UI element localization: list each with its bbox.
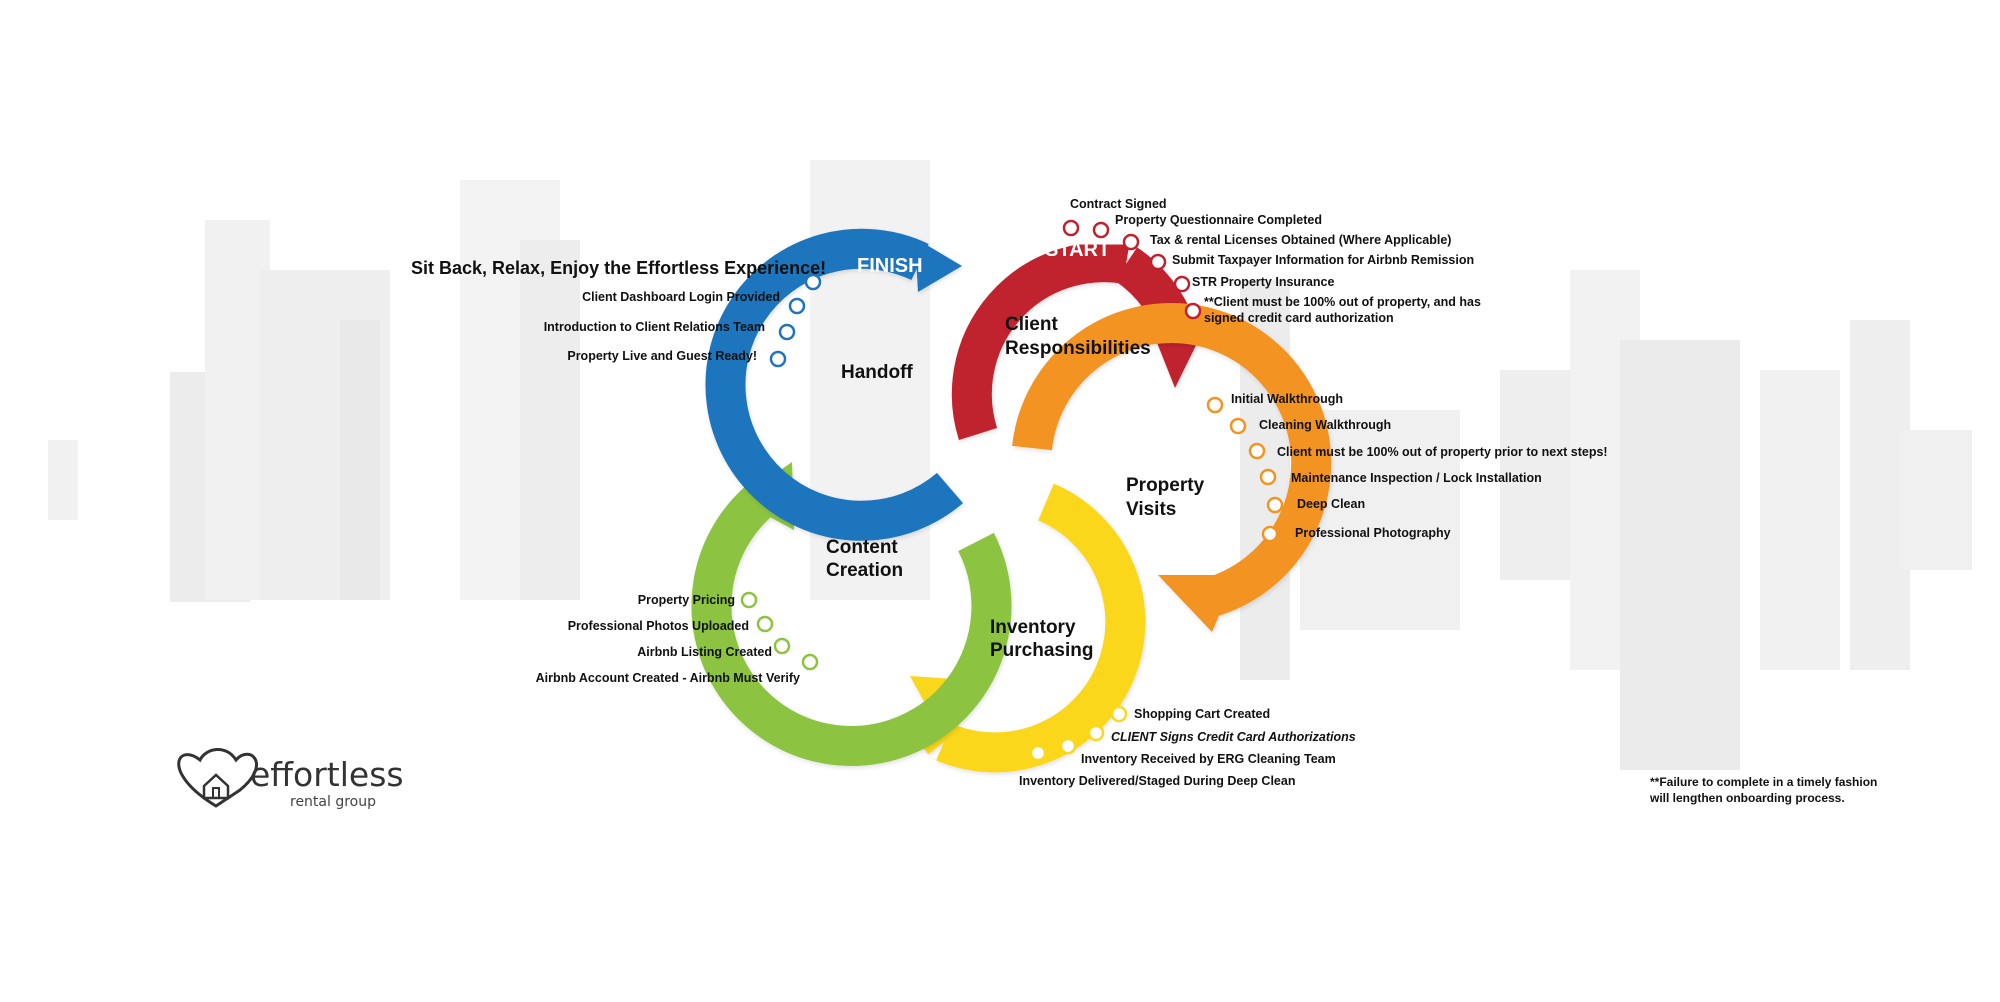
- inventory-step-label: Inventory Received by ERG Cleaning Team: [1081, 752, 1336, 766]
- property-step-label: Deep Clean: [1297, 497, 1365, 511]
- content-title-line1: Content: [826, 537, 898, 558]
- handoff-step-bullet: [804, 273, 822, 291]
- logo-sub: rental group: [290, 794, 376, 810]
- footnote-line2: will lengthen onboarding process.: [1649, 791, 1845, 805]
- property-step-bullet: [1266, 496, 1284, 514]
- inventory-step-bullet: [1087, 724, 1105, 742]
- green-arc: [691, 484, 1012, 766]
- handoff-step-label: Property Live and Guest Ready!: [567, 349, 757, 363]
- client-step-bullet: [1092, 221, 1110, 239]
- handoff-step-bullet: [778, 323, 796, 341]
- inventory-step-label: Shopping Cart Created: [1134, 707, 1270, 721]
- start-label: START: [1045, 239, 1110, 261]
- client-title-line1: Client: [1005, 314, 1058, 335]
- effortless-logo: effortless rental group: [177, 748, 404, 810]
- client-step-label: Submit Taxpayer Information for Airbnb R…: [1172, 253, 1474, 267]
- client-step-label: Contract Signed: [1070, 197, 1167, 211]
- client-title-line2: Responsibilities: [1005, 338, 1151, 359]
- cycle-handoff: [705, 228, 963, 541]
- client-step-label: Property Questionnaire Completed: [1115, 213, 1322, 227]
- property-title-line2: Visits: [1126, 499, 1176, 520]
- property-step-label: Maintenance Inspection / Lock Installati…: [1291, 471, 1542, 485]
- client-step-label: STR Property Insurance: [1192, 275, 1334, 289]
- inventory-step-bullet: [1059, 737, 1077, 755]
- logo-word: effortless: [250, 755, 404, 794]
- handoff-step-label: Client Dashboard Login Provided: [582, 290, 780, 304]
- client-step-bullet: [1122, 233, 1140, 251]
- property-step-bullet: [1248, 442, 1266, 460]
- handoff-title: Handoff: [841, 362, 913, 383]
- inventory-step-label: CLIENT Signs Credit Card Authorizations: [1111, 730, 1356, 744]
- property-step-bullet: [1259, 468, 1277, 486]
- yellow-arc: [936, 483, 1146, 773]
- blue-arrowhead: [915, 238, 962, 292]
- client-step-bullet: [1149, 253, 1167, 271]
- content-step-bullet: [801, 653, 819, 671]
- handoff-step-list: Client Dashboard Login ProvidedIntroduct…: [544, 273, 822, 368]
- inventory-step-bullet: [1110, 705, 1128, 723]
- content-step-label: Airbnb Listing Created: [637, 645, 772, 659]
- headline: Sit Back, Relax, Enjoy the Effortless Ex…: [411, 258, 826, 278]
- property-step-label: Cleaning Walkthrough: [1259, 418, 1391, 432]
- content-step-label: Airbnb Account Created - Airbnb Must Ver…: [536, 671, 800, 685]
- content-step-bullet: [773, 637, 791, 655]
- client-step-bullet: [1173, 275, 1191, 293]
- content-step-bullet: [740, 591, 758, 609]
- property-step-label: Professional Photography: [1295, 526, 1451, 540]
- client-step-bullet: [1062, 219, 1080, 237]
- content-title-line2: Creation: [826, 560, 903, 581]
- handoff-step-bullet: [788, 297, 806, 315]
- content-step-bullet: [756, 615, 774, 633]
- client-step-label: signed credit card authorization: [1204, 311, 1394, 325]
- property-step-label: Initial Walkthrough: [1231, 392, 1343, 406]
- inventory-step-label: Inventory Delivered/Staged During Deep C…: [1019, 774, 1295, 788]
- finish-label: FINISH: [857, 255, 923, 277]
- property-title-line1: Property: [1126, 475, 1205, 496]
- inventory-step-bullet: [1029, 744, 1047, 762]
- inventory-title-line2: Purchasing: [990, 640, 1093, 661]
- blue-arc: [705, 228, 963, 541]
- client-step-label: **Client must be 100% out of property, a…: [1204, 295, 1481, 309]
- handoff-step-bullet: [769, 350, 787, 368]
- skyline-background: [48, 160, 1972, 770]
- orange-arrowhead: [1158, 575, 1236, 632]
- property-step-bullet: [1261, 525, 1279, 543]
- content-step-label: Property Pricing: [638, 593, 735, 607]
- cycle-property-visits: [1012, 303, 1332, 632]
- handoff-step-label: Introduction to Client Relations Team: [544, 320, 765, 334]
- property-step-bullet: [1229, 417, 1247, 435]
- red-arc: [951, 242, 1130, 441]
- heart-house-icon: [177, 748, 258, 808]
- client-step-label: Tax & rental Licenses Obtained (Where Ap…: [1150, 233, 1451, 247]
- orange-arc: [1012, 303, 1332, 620]
- inventory-title-line1: Inventory: [990, 617, 1076, 638]
- footnote-line1: **Failure to complete in a timely fashio…: [1650, 775, 1877, 789]
- content-step-label: Professional Photos Uploaded: [568, 619, 749, 633]
- client-step-bullet: [1184, 302, 1202, 320]
- property-step-label: Client must be 100% out of property prio…: [1277, 445, 1608, 459]
- property-step-bullet: [1206, 396, 1224, 414]
